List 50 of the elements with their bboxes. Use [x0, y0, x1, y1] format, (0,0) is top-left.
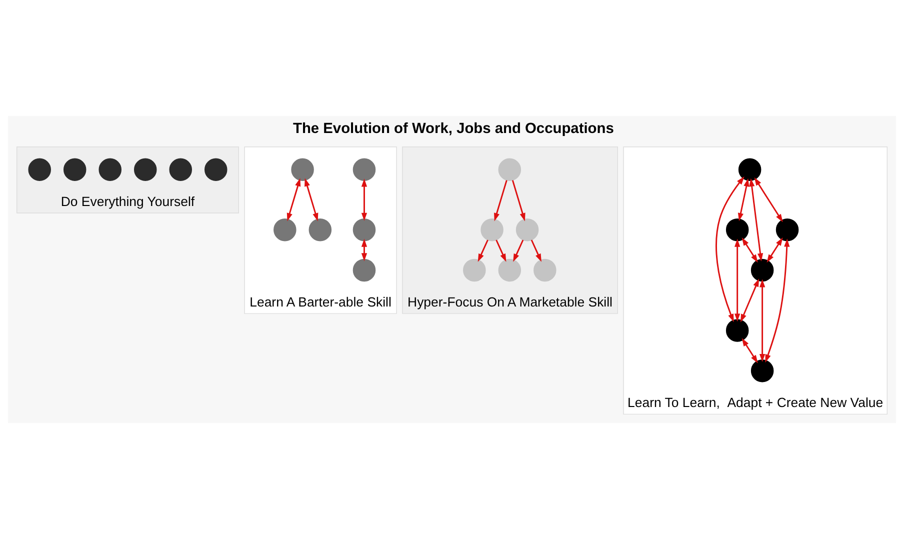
- arrow: [765, 238, 790, 363]
- arrow: [286, 178, 301, 222]
- node-circle: [352, 258, 376, 282]
- arrow: [759, 279, 766, 362]
- node-circle: [750, 359, 774, 382]
- node-circle: [28, 158, 51, 181]
- node-circle: [352, 218, 376, 242]
- cluster: Learn A Barter-able Skill: [244, 146, 397, 314]
- arrow: [361, 178, 368, 221]
- node-circle: [750, 258, 774, 282]
- node-circle: [98, 158, 122, 181]
- node-circle: [516, 218, 539, 242]
- arrow: [734, 238, 740, 322]
- arrow: [304, 178, 318, 222]
- arrow: [716, 176, 744, 322]
- node-circle: [738, 158, 762, 181]
- node-circle: [204, 158, 228, 181]
- node-circle: [534, 258, 556, 282]
- cluster: Do Everything Yourself: [16, 146, 239, 214]
- arrow: [513, 240, 524, 262]
- cluster: Hyper-Focus On A Marketable Skill: [402, 146, 618, 314]
- arrow: [742, 238, 758, 263]
- arrow: [361, 238, 368, 262]
- node-circle: [308, 218, 332, 242]
- node-circle: [726, 218, 749, 242]
- node-circle: [498, 158, 522, 181]
- arrow: [738, 178, 750, 222]
- node-circle: [134, 158, 157, 181]
- arrow: [742, 338, 758, 364]
- arrow: [754, 177, 783, 222]
- arrow: [766, 238, 783, 263]
- node-circle: [352, 158, 376, 181]
- cluster: Learn To Learn, Adapt + Create New Value: [623, 146, 888, 415]
- arrow: [749, 178, 764, 262]
- node-circle: [291, 158, 314, 181]
- node-circle: [498, 258, 522, 282]
- node-circle: [776, 218, 799, 242]
- node-circle: [169, 158, 192, 181]
- arrow: [494, 180, 508, 222]
- arrow: [478, 240, 488, 262]
- node-circle: [463, 258, 486, 282]
- node-circle: [274, 218, 296, 242]
- node-circle: [726, 319, 749, 342]
- arrow: [496, 240, 506, 262]
- diagram-title: The Evolution of Work, Jobs and Occupations: [292, 120, 614, 137]
- node-circle: [480, 218, 504, 242]
- node-circle: [63, 158, 86, 181]
- arrow: [530, 240, 542, 262]
- arrow: [512, 180, 526, 222]
- arrow: [740, 278, 760, 322]
